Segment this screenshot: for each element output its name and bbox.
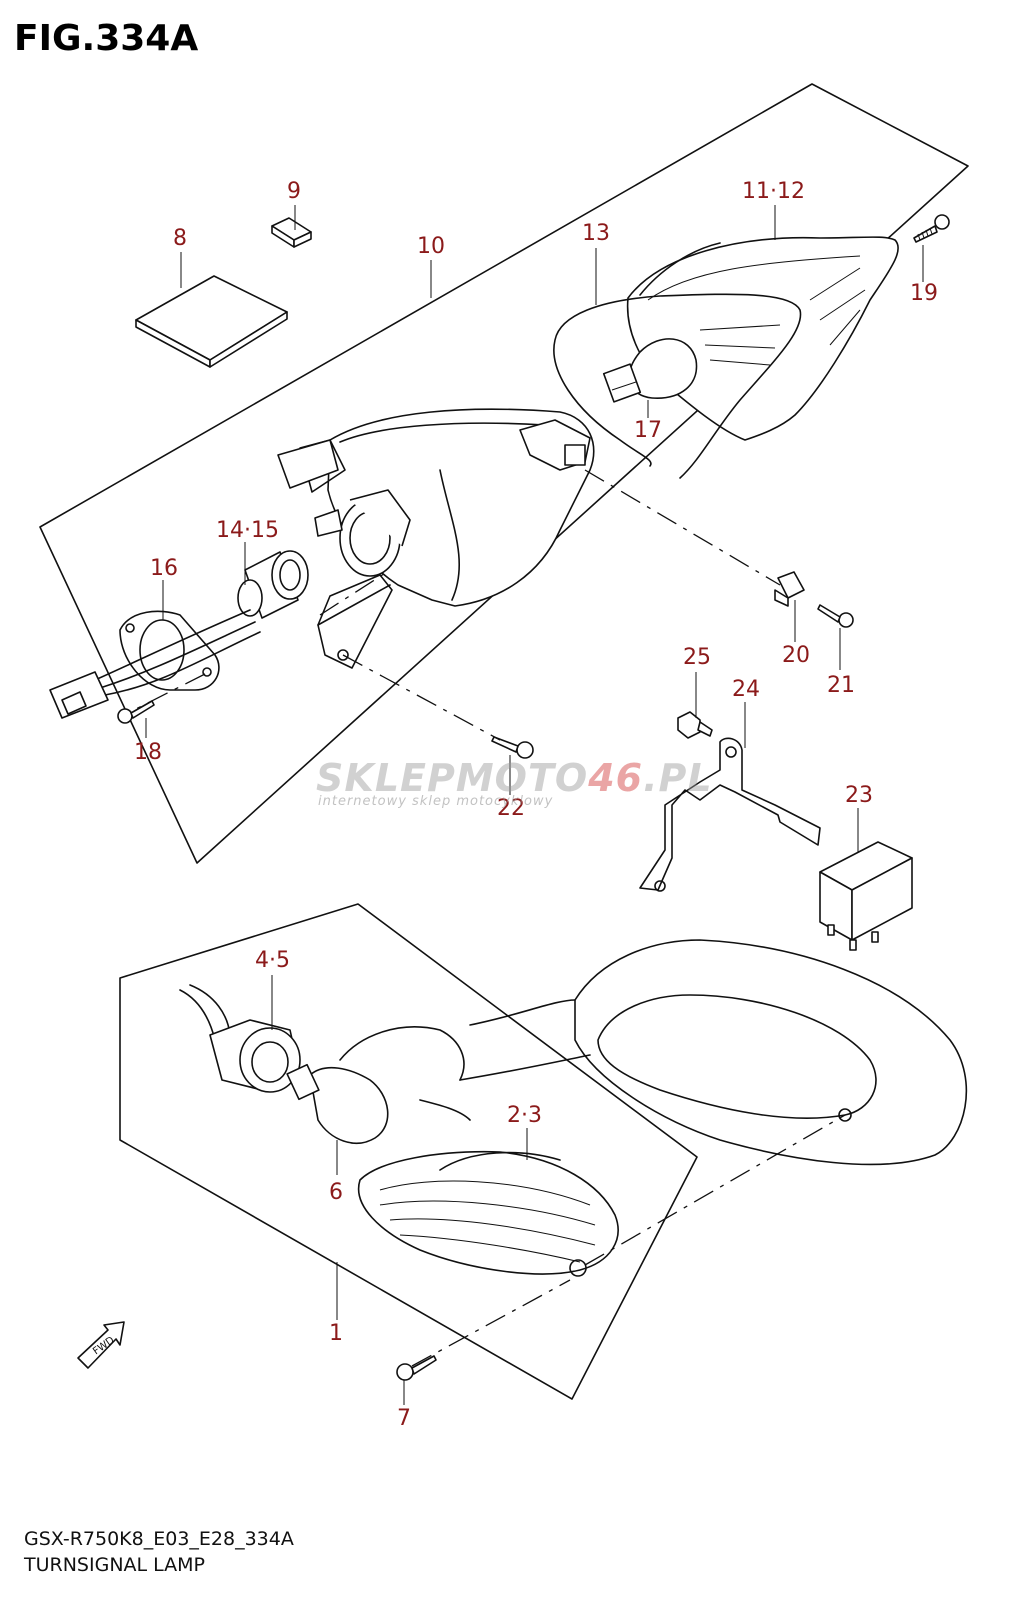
part-16-grommet (119, 610, 220, 691)
figure-caption: TURNSIGNAL LAMP (24, 1554, 206, 1576)
part-22-screw (491, 736, 534, 759)
callout-25: 25 (683, 645, 711, 670)
wire-harness (49, 609, 261, 719)
callout-18: 18 (134, 740, 162, 765)
callout-24: 24 (732, 677, 760, 702)
callout-7: 7 (397, 1406, 411, 1431)
callout-8: 8 (173, 226, 187, 251)
assembly-center-lines (129, 469, 846, 1367)
forward-direction-arrow: FWD (77, 1321, 125, 1369)
callout-19: 19 (910, 281, 938, 306)
callout-22: 22 (497, 796, 525, 821)
callout-2-3: 2·3 (507, 1103, 542, 1128)
watermark-tagline: internetowy sklep motocyklowy (318, 794, 554, 809)
callout-20: 20 (782, 643, 810, 668)
callout-10: 10 (417, 234, 445, 259)
watermark-logo: SKLEPMOTO46.PL (316, 756, 713, 800)
part-17-bulb (602, 338, 698, 403)
part-10-housing (277, 408, 595, 669)
upper-assembly-outline (39, 83, 969, 864)
callout-23: 23 (845, 783, 873, 808)
part-7-screw (396, 1355, 437, 1381)
part-13-gasket (553, 293, 802, 479)
part-18-screw (117, 700, 155, 724)
callout-21: 21 (827, 673, 855, 698)
callout-11-12: 11·12 (742, 179, 805, 204)
callout-9: 9 (287, 179, 301, 204)
callout-17: 17 (634, 418, 662, 443)
part-23-relay (819, 841, 913, 951)
part-9-block (271, 217, 312, 248)
part-20-clip-nut (774, 571, 805, 607)
lower-assembly-outline (119, 903, 698, 1400)
watermark-brand-part1: SKLEPMOTO (316, 756, 589, 800)
lower-lamp-housing (459, 939, 968, 1166)
callout-6: 6 (329, 1180, 343, 1205)
leader-lines (145, 205, 924, 1405)
figure-title: FIG.334A (14, 18, 199, 59)
socket-lead-wire (339, 1026, 471, 1121)
model-code: GSX-R750K8_E03_E28_334A (24, 1528, 294, 1550)
callout-4-5: 4·5 (255, 948, 290, 973)
callout-13: 13 (582, 221, 610, 246)
callout-14-15: 14·15 (216, 518, 279, 543)
callout-labels: 8 9 10 11·12 13 19 17 14·15 16 18 20 21 … (134, 179, 938, 1431)
part-24-bracket (639, 737, 821, 892)
part-19-screw (913, 214, 950, 243)
part-2-3-lens (357, 1150, 619, 1277)
part-4-5-socket (179, 984, 301, 1093)
part-8-pad (135, 275, 288, 368)
watermark-brand-part2: 46 (588, 756, 644, 800)
part-21-screw (817, 604, 854, 628)
callout-1: 1 (329, 1321, 343, 1346)
callout-16: 16 (150, 556, 178, 581)
part-6-bulb (286, 1063, 389, 1144)
part-25-bolt (677, 711, 713, 739)
part-14-15-socket (237, 550, 309, 619)
watermark-brand-part3: .PL (643, 756, 713, 800)
